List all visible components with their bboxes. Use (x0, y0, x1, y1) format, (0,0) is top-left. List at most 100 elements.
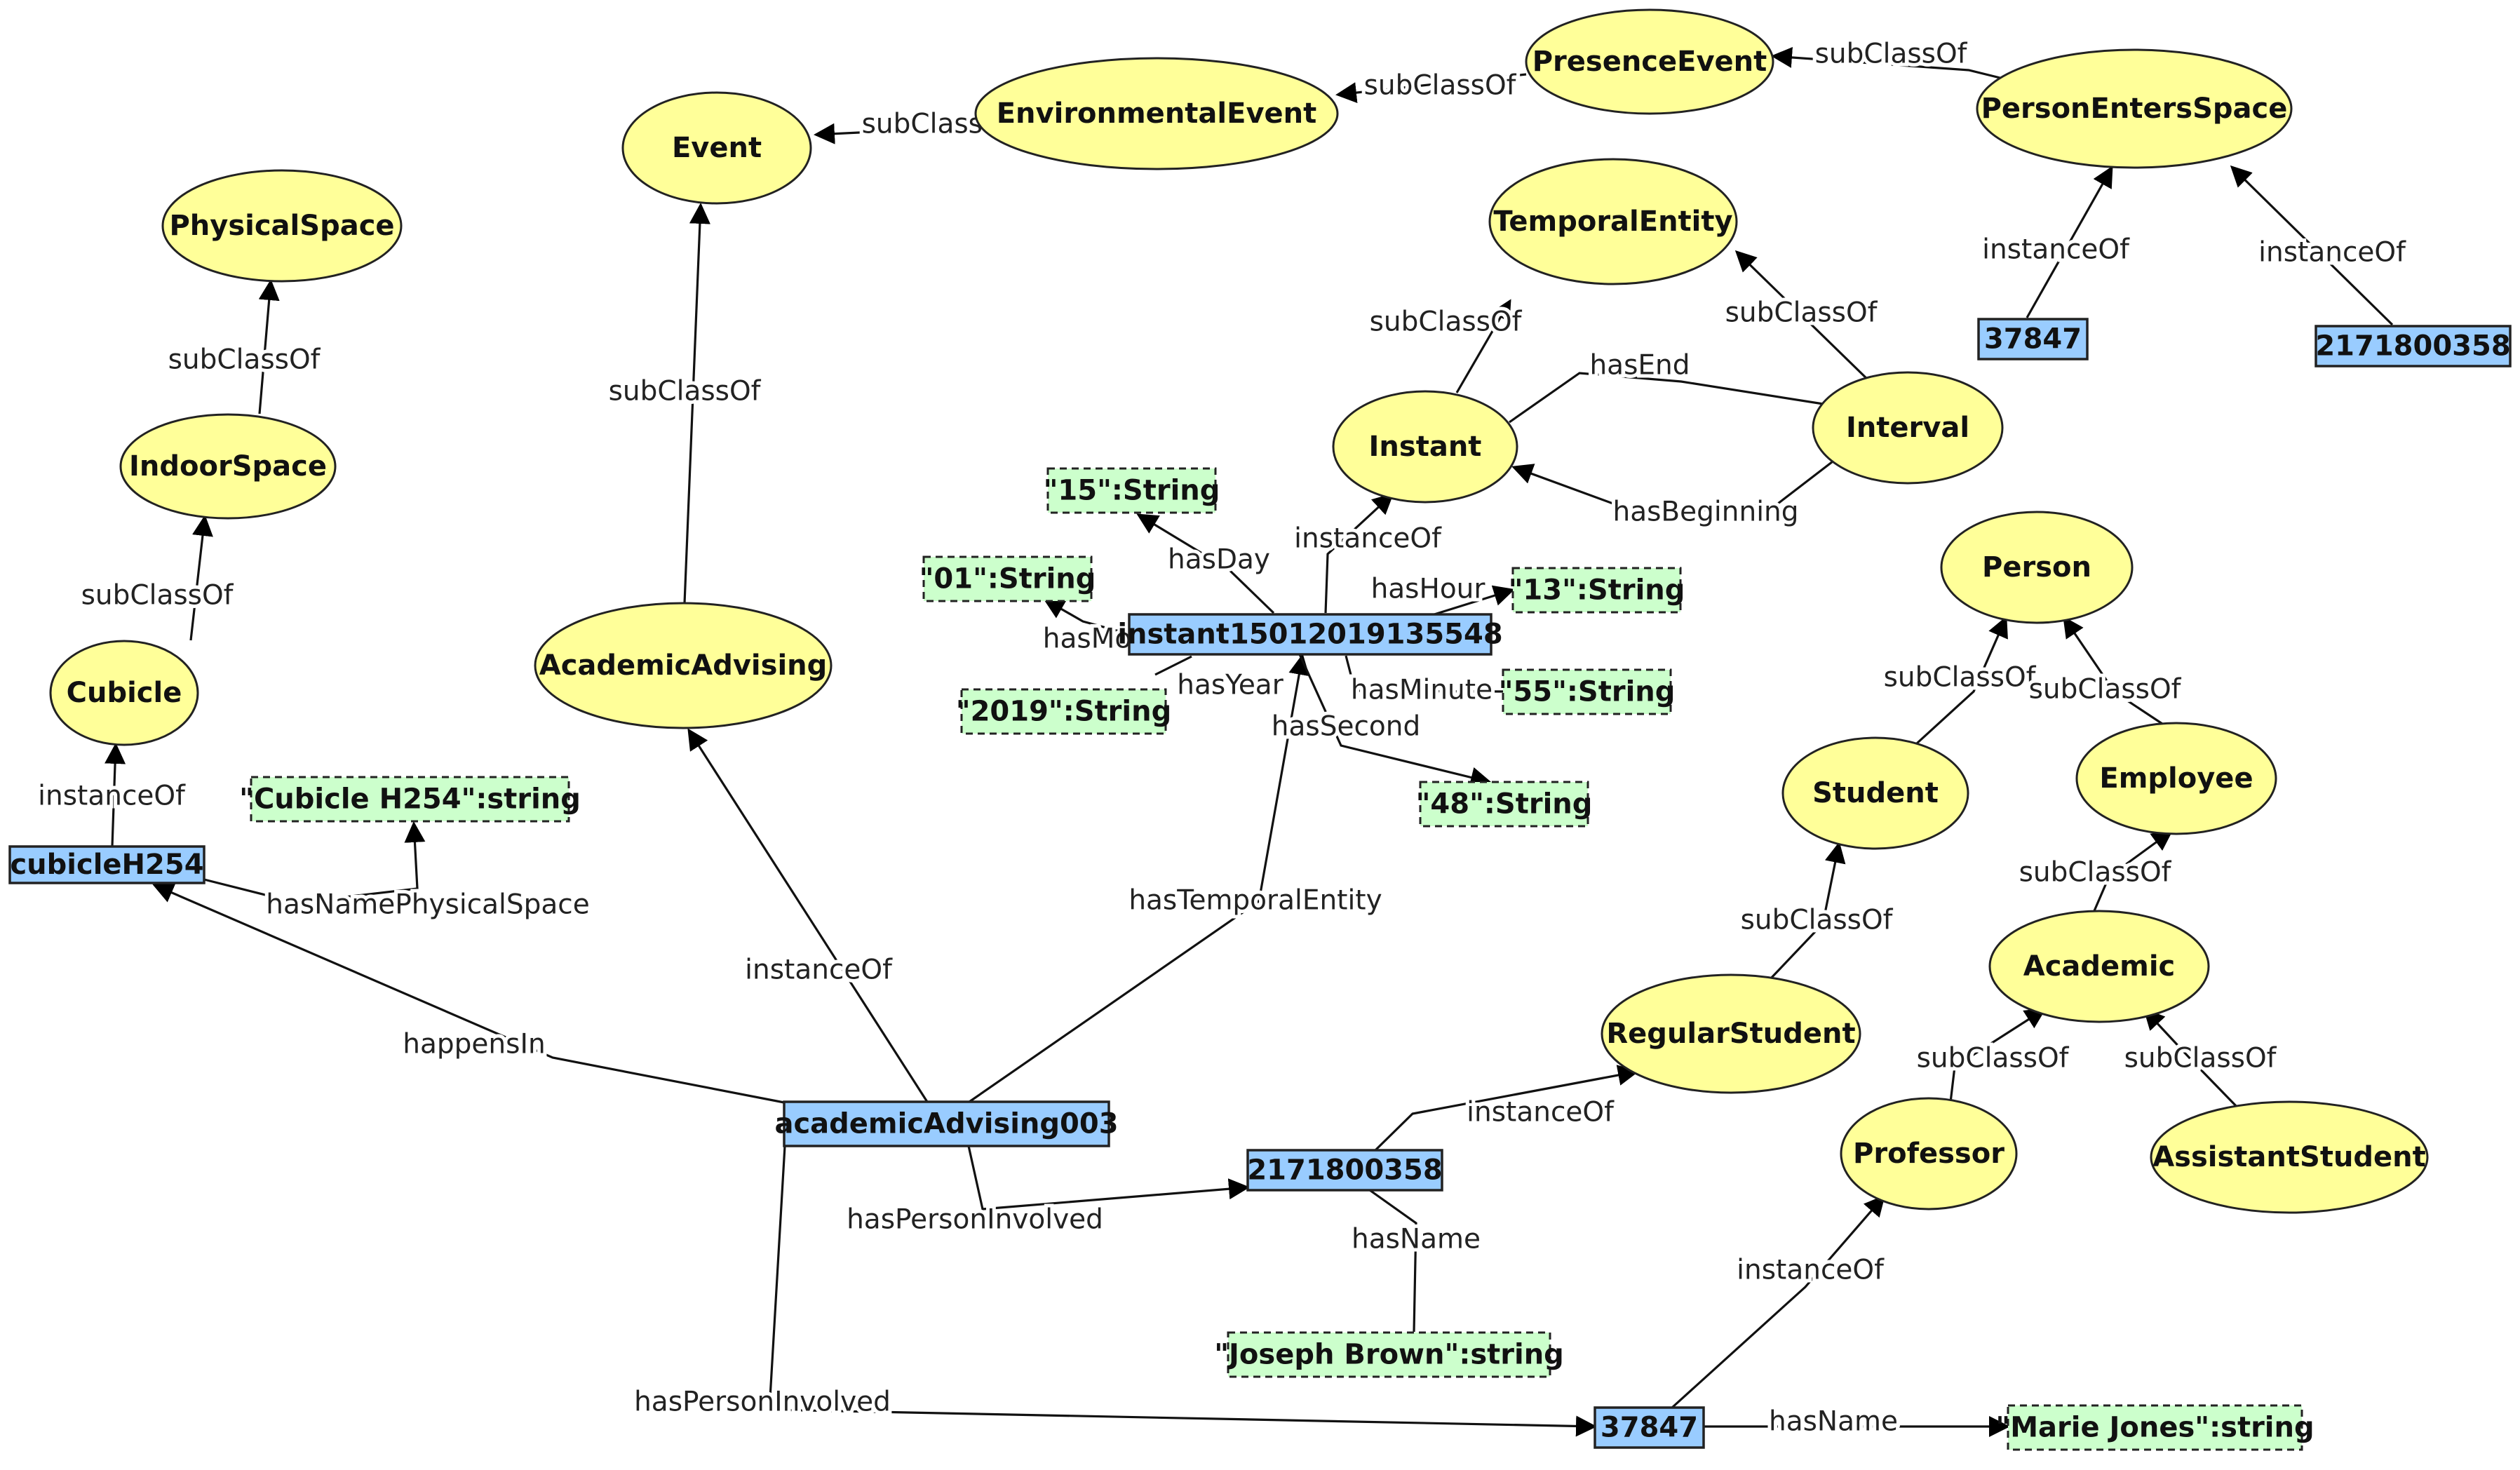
edge-label: hasBeginning (1612, 497, 1798, 528)
edge-label: hasDay (1168, 544, 1270, 576)
edge-has-name-physical-space: hasNamePhysicalSpace (203, 821, 593, 924)
edge-instance-of: instanceOf (687, 728, 929, 1102)
class-node-regular-student: RegularStudent (1601, 973, 1861, 1094)
node-label: "48":String (1416, 788, 1593, 821)
edge-line (1374, 1065, 1639, 1152)
class-ellipse (1601, 973, 1861, 1094)
instance-box (1593, 1406, 1705, 1449)
edge-label: happensIn (403, 1029, 545, 1060)
class-ellipse (974, 57, 1339, 170)
edge-line (105, 743, 126, 847)
edge-label: subClassOf (2029, 674, 2182, 706)
edge-line (189, 515, 213, 641)
node-label: PersonEntersSpace (1981, 93, 2288, 125)
literal-node-lit-hour: "13":String (1509, 567, 1685, 614)
literal-node-lit-month: "01":String (919, 555, 1096, 602)
edge-label: hasYear (1177, 670, 1283, 701)
edge-sub-class-of: subClassOf (1335, 67, 1527, 105)
edge-line (2026, 166, 2113, 318)
edge-line (203, 821, 426, 904)
node-label: AssistantStudent (2152, 1141, 2426, 1173)
edge-label: hasMinute (1351, 675, 1493, 706)
edge-line (152, 882, 785, 1104)
node-label: Employee (2099, 762, 2253, 795)
edge-label: subClassOf (2019, 857, 2172, 889)
literal-node-lit-joseph: "Joseph Brown":string (1214, 1331, 1564, 1378)
edge-label: hasSecond (1272, 711, 1420, 743)
edge-sub-class-of: subClassOf (165, 279, 325, 414)
edge-line (967, 1145, 1250, 1211)
edge-sub-class-of: subClassOf (605, 203, 765, 604)
class-node-env-event: EnvironmentalEvent (974, 57, 1339, 170)
class-ellipse (1812, 371, 2004, 485)
class-ellipse (161, 169, 403, 283)
node-label: EnvironmentalEvent (997, 97, 1317, 130)
literal-node-lit-cubicle: "Cubicle H254":string (239, 776, 581, 823)
edge-label: hasName (1352, 1224, 1481, 1255)
edge-line (1369, 1189, 1417, 1333)
class-node-academic-advising: AcademicAdvising (534, 602, 833, 729)
edge-has-temporal-entity: hasTemporalEntity (969, 654, 1386, 1103)
node-label: AcademicAdvising (539, 649, 828, 682)
instance-box (2315, 325, 2512, 368)
node-label: academicAdvising003 (774, 1108, 1118, 1140)
class-node-person: Person (1940, 511, 2134, 624)
edge-label: subClassOf (1741, 905, 1894, 936)
literal-box (2007, 1404, 2303, 1451)
edge-instance-of: instanceOf (34, 743, 189, 847)
edge-has-end: hasEnd (1509, 346, 1842, 424)
literal-node-lit-minute: "55":String (1499, 668, 1675, 715)
node-label: "Joseph Brown":string (1214, 1339, 1564, 1371)
literal-node-lit-second: "48":String (1416, 781, 1593, 828)
edge-label: hasHour (1371, 574, 1486, 605)
instance-node-i37847: 37847 (1593, 1406, 1705, 1449)
edge-label: instanceOf (2258, 237, 2406, 269)
instance-node-cubicle-h254: cubicleH254 (8, 845, 205, 884)
edge-sub-class-of: subClassOf (78, 515, 238, 641)
class-node-person-enters: PersonEntersSpace (1976, 48, 2293, 169)
node-label: "2019":String (956, 696, 1171, 728)
instance-node-instant-inst: instant15012019135548 (1117, 613, 1503, 656)
edge-label: subClassOf (1815, 39, 1968, 70)
edge-line (2230, 165, 2394, 326)
node-label: Interval (1846, 412, 1969, 444)
node-label: RegularStudent (1606, 1018, 1855, 1050)
class-node-pres-event: PresenceEvent (1525, 8, 1774, 115)
node-label: Instant (1369, 431, 1482, 463)
class-node-interval: Interval (1812, 371, 2004, 485)
edge-line (969, 654, 1310, 1103)
class-ellipse (1525, 8, 1774, 115)
class-ellipse (1988, 910, 2210, 1023)
node-label: 37847 (1984, 323, 2082, 356)
node-label: PresenceEvent (1532, 46, 1767, 78)
edge-label: instanceOf (1982, 234, 2130, 266)
class-ellipse (2075, 722, 2277, 835)
class-node-phys-space: PhysicalSpace (161, 169, 403, 283)
literal-box (1511, 567, 1682, 614)
edge-instance-of: instanceOf (1374, 1065, 1639, 1152)
edge-line (687, 728, 929, 1102)
class-ellipse (119, 413, 337, 520)
edge-has-minute: hasMinute (1345, 655, 1504, 710)
edge-label: hasNamePhysicalSpace (266, 889, 590, 921)
edge-line (1043, 598, 1130, 635)
edge-has-name: hasName (1704, 1403, 2010, 1441)
edge-has-name: hasName (1348, 1189, 1484, 1333)
edge-has-beginning: hasBeginning (1511, 458, 1836, 532)
edge-label: instanceOf (1294, 523, 1442, 555)
edge-label: hasName (1769, 1406, 1898, 1438)
node-label: TemporalEntity (1493, 205, 1732, 238)
edge-line (1345, 655, 1504, 693)
edge-instance-of: instanceOf (2230, 165, 2410, 326)
node-label: "13":String (1509, 574, 1685, 607)
edge-label: subClassOf (1917, 1043, 2070, 1074)
edge-sub-class-of: subClassOf (2026, 616, 2185, 725)
instance-node-i2171: 2171800358 (1246, 1149, 1443, 1192)
edge-label: instanceOf (1467, 1097, 1615, 1128)
edge-instance-of: instanceOf (1671, 1194, 1888, 1409)
edge-line (2063, 616, 2163, 725)
edge-label: instanceOf (38, 781, 186, 812)
edge-label: subClassOf (168, 344, 321, 376)
literal-node-lit-day: "15":String (1044, 467, 1220, 514)
